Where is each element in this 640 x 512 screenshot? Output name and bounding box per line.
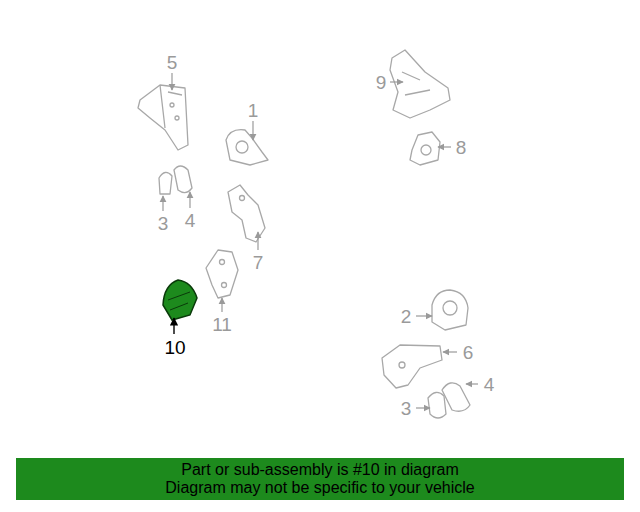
bracket-part [138, 85, 188, 150]
leader-line [416, 407, 430, 408]
callout-number: 7 [253, 253, 264, 272]
bolt-hole [175, 116, 179, 120]
mount-bushing [443, 301, 457, 315]
bolt-hole [170, 103, 174, 107]
leader-line [438, 146, 451, 147]
callout-number: 10 [164, 338, 185, 357]
callout-number: 3 [158, 214, 169, 233]
bolt-hole [220, 260, 225, 265]
bracket-part [206, 250, 238, 298]
callout-number: 3 [401, 399, 412, 418]
leader-line [252, 121, 253, 140]
callout-number: 5 [167, 53, 178, 72]
leader-line [466, 383, 478, 384]
plate-part [442, 383, 470, 411]
bracket-part [228, 185, 265, 242]
info-band: Part or sub-assembly is #10 in diagramDi… [16, 458, 624, 500]
callout-number: 4 [484, 375, 495, 394]
note-text: Part or sub-assembly is #10 in diagram [16, 461, 624, 479]
plate-part [174, 166, 192, 193]
callout-number: 6 [463, 343, 474, 362]
callout-number: 9 [376, 73, 387, 92]
bracket-detail [160, 85, 182, 128]
leader-line [416, 315, 432, 316]
bolt-hole [240, 196, 245, 201]
leader-line [221, 298, 222, 312]
mount-bushing [236, 141, 248, 153]
leader-line [189, 192, 190, 208]
callout-number: 11 [212, 315, 232, 334]
bolt-hole [399, 362, 405, 368]
leader-line [390, 81, 403, 82]
mount-detail [168, 292, 190, 310]
leader-line [171, 73, 172, 90]
bracket-part [382, 345, 442, 388]
leader-line [257, 232, 258, 250]
plate-part [159, 172, 172, 194]
highlighted-mount [163, 280, 197, 320]
plate-part [428, 392, 446, 418]
bracket-detail [402, 72, 430, 95]
callout-number: 8 [456, 138, 467, 157]
mount-part [226, 130, 268, 165]
callout-number: 2 [401, 307, 412, 326]
callout-number: 4 [185, 211, 196, 230]
mount-part [410, 132, 440, 165]
leader-line [173, 318, 174, 334]
leader-line [162, 196, 163, 211]
bracket-part [390, 50, 450, 118]
mount-bushing [421, 145, 431, 155]
note-text: Diagram may not be specific to your vehi… [16, 479, 624, 497]
bolt-hole [222, 283, 227, 288]
leader-line [443, 351, 457, 352]
mount-part [432, 290, 468, 330]
callout-number: 1 [248, 101, 259, 120]
